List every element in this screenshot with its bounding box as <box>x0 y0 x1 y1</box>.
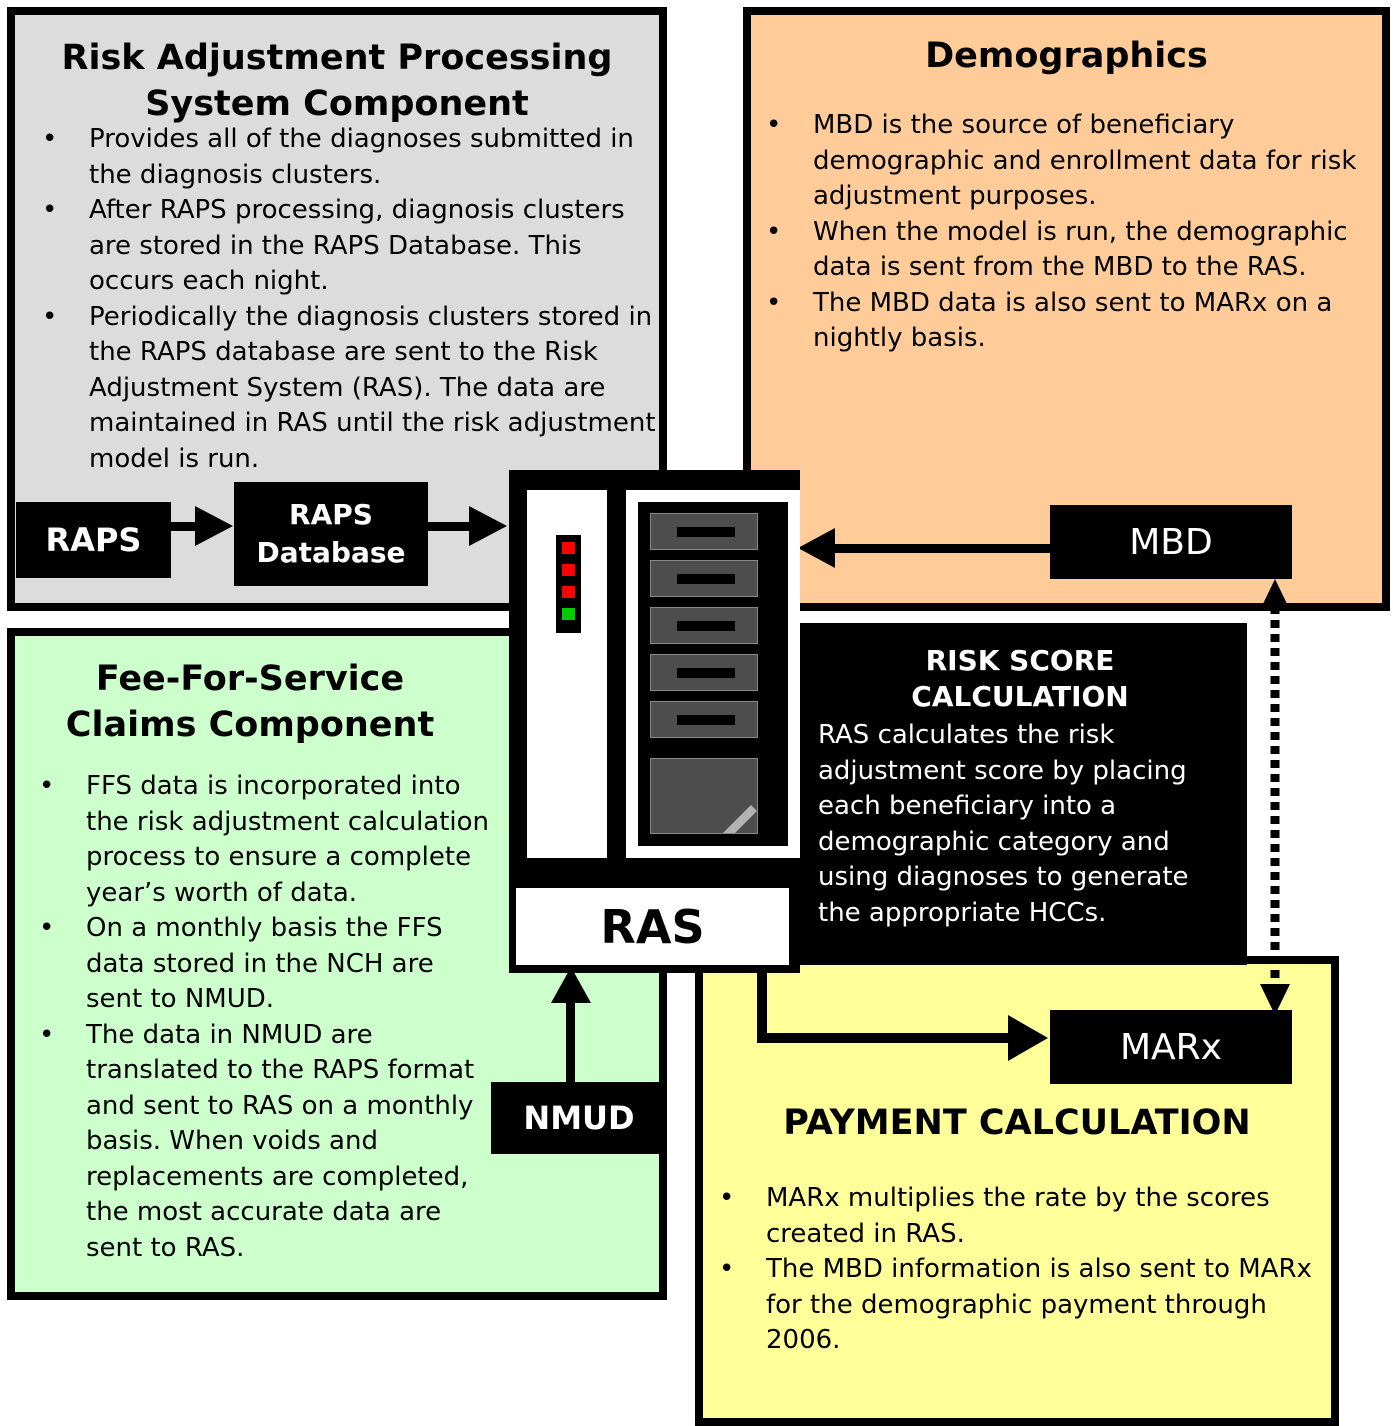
raps-bullet-1: Provides all of the diagnoses submitted … <box>42 122 659 193</box>
nmud-node: NMUD <box>491 1082 667 1154</box>
raps-bullet-2: After RAPS processing, diagnosis cluster… <box>42 193 659 300</box>
status-led-2 <box>562 564 575 576</box>
status-led-1 <box>562 542 575 554</box>
risk-score-calculation-panel: RISK SCORE CALCULATION RAS calculates th… <box>800 623 1247 965</box>
mbd-node: MBD <box>1050 505 1292 579</box>
arrow-mbd-to-ras <box>798 528 1052 568</box>
demographics-bullet-1: MBD is the source of beneficiary demogra… <box>766 108 1373 215</box>
risk-score-description: RAS calculates the risk adjustment score… <box>818 720 1189 928</box>
demographics-bullet-list: MBD is the source of beneficiary demogra… <box>766 108 1373 357</box>
arrow-raps-to-database <box>170 506 233 546</box>
status-led-4 <box>562 608 575 620</box>
dotted-link-mbd-marx <box>1260 579 1290 1015</box>
arrow-nmud-to-ras <box>551 967 591 1085</box>
server-status-panel <box>527 490 607 858</box>
payment-bullet-1: MARx multiplies the rate by the scores c… <box>719 1181 1326 1252</box>
ras-label: RAS <box>516 888 789 965</box>
drive-slot-5 <box>650 701 758 738</box>
demographics-title: Demographics <box>925 36 1208 76</box>
drive-slot-3 <box>650 607 758 644</box>
raps-bullet-3: Periodically the diagnosis clusters stor… <box>42 300 659 478</box>
payment-bullet-list: MARx multiplies the rate by the scores c… <box>719 1181 1326 1359</box>
ffs-bullet-2: On a monthly basis the FFS data stored i… <box>39 911 506 1018</box>
ffs-bullet-1: FFS data is incorporated into the risk a… <box>39 769 506 911</box>
ffs-claims-title: Fee-For-Service Claims Component <box>65 659 435 745</box>
payment-bullet-2: The MBD information is also sent to MARx… <box>719 1252 1326 1359</box>
arrow-ras-to-marx <box>757 970 1048 1061</box>
raps-database-node: RAPS Database <box>234 482 428 586</box>
drive-slot-4 <box>650 654 758 691</box>
status-led-3 <box>562 586 575 598</box>
ffs-bullet-list: FFS data is incorporated into the risk a… <box>39 769 506 1267</box>
cabinet-glare <box>723 805 757 833</box>
drive-slot-2 <box>650 560 758 597</box>
drive-cabinet <box>650 758 758 834</box>
raps-bullet-list: Provides all of the diagnoses submitted … <box>42 122 659 478</box>
drive-slot-1 <box>650 513 758 550</box>
ras-server: RAS <box>509 470 800 973</box>
demographics-bullet-2: When the model is run, the demographic d… <box>766 215 1373 286</box>
raps-node: RAPS <box>16 502 171 578</box>
raps-component-panel: Risk Adjustment Processing System Compon… <box>7 7 667 611</box>
arrow-database-to-ras <box>427 506 507 546</box>
marx-node: MARx <box>1050 1010 1292 1084</box>
payment-calculation-title: PAYMENT CALCULATION <box>783 1103 1251 1143</box>
ffs-bullet-3: The data in NMUD are translated to the R… <box>39 1018 506 1267</box>
demographics-bullet-3: The MBD data is also sent to MARx on a n… <box>766 286 1373 357</box>
raps-component-title: Risk Adjustment Processing System Compon… <box>61 38 613 124</box>
server-drive-bay <box>626 490 800 858</box>
risk-score-title: RISK SCORE CALCULATION <box>911 644 1129 713</box>
